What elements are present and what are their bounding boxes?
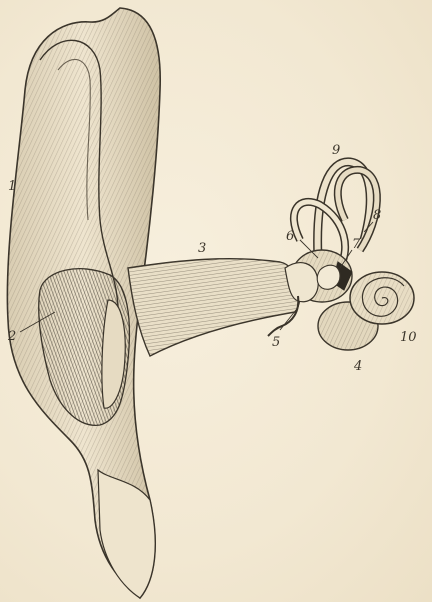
- incus: [317, 265, 340, 289]
- label-7: 7: [352, 237, 361, 252]
- inner-ear: [268, 162, 414, 350]
- label-3: 3: [198, 241, 206, 256]
- label-6: 6: [286, 229, 294, 244]
- label-4: 4: [353, 359, 362, 374]
- label-2: 2: [7, 329, 16, 344]
- label-5: 5: [272, 335, 280, 350]
- label-1: 1: [8, 179, 16, 194]
- label-10: 10: [400, 330, 417, 345]
- label-9: 9: [332, 143, 340, 158]
- cochlea: [350, 272, 414, 324]
- label-8: 8: [373, 208, 381, 223]
